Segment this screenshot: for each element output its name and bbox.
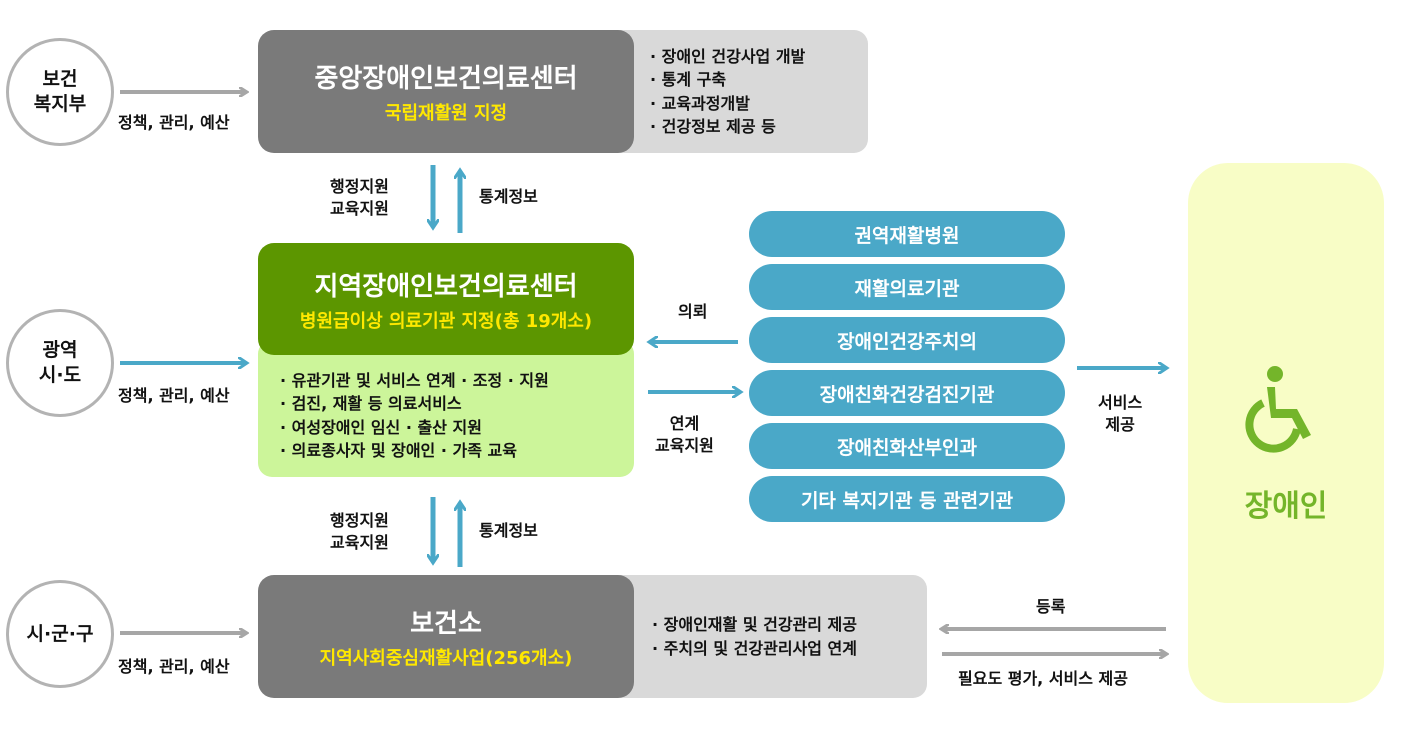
central-duty: · 통계 구축 bbox=[650, 70, 727, 90]
policy-label-province: 정책, 관리, 예산 bbox=[118, 386, 230, 405]
regional-duty: · 검진, 재활 등 의료서비스 bbox=[280, 394, 462, 414]
regional-duty: · 의료종사자 및 장애인 · 가족 교육 bbox=[280, 440, 517, 460]
stats-label-top: 통계정보 bbox=[479, 187, 538, 206]
regional-center-box: 지역장애인보건의료센터 병원급이상 의료기관 지정(총 19개소) bbox=[258, 243, 634, 355]
target-panel: 장애인 bbox=[1188, 163, 1384, 703]
stats-label-bottom: 통계정보 bbox=[479, 521, 538, 540]
health-duty: · 장애인재활 및 건강관리 제공 bbox=[652, 615, 857, 635]
policy-label-city: 정책, 관리, 예산 bbox=[118, 657, 230, 676]
central-duties-panel: · 장애인 건강사업 개발 · 통계 구축 · 교육과정개발 · 건강정보 제공… bbox=[600, 30, 868, 153]
assess-label: 필요도 평가, 서비스 제공 bbox=[958, 669, 1128, 688]
central-duty: · 교육과정개발 bbox=[650, 93, 750, 113]
institution-pill: 장애인건강주치의 bbox=[749, 317, 1065, 363]
regional-duty: · 유관기관 및 서비스 연계 · 조정 · 지원 bbox=[280, 371, 549, 391]
support-label-bottom: 행정지원 교육지원 bbox=[330, 511, 389, 552]
health-duties-panel: · 장애인재활 및 건강관리 제공 · 주치의 및 건강관리사업 연계 bbox=[600, 575, 927, 698]
central-center-subtitle: 국립재활원 지정 bbox=[384, 103, 508, 124]
institution-pill: 권역재활병원 bbox=[749, 211, 1065, 257]
health-center-title: 보건소 bbox=[410, 609, 482, 639]
institution-pill: 장애친화건강검진기관 bbox=[749, 370, 1065, 416]
regional-center-title: 지역장애인보건의료센터 bbox=[314, 271, 578, 302]
central-center-title: 중앙장애인보건의료센터 bbox=[314, 64, 578, 94]
province-circle: 광역 시·도 bbox=[6, 309, 114, 417]
central-center-box: 중앙장애인보건의료센터 국립재활원 지정 bbox=[258, 30, 634, 153]
institution-pill: 기타 복지기관 등 관련기관 bbox=[749, 476, 1065, 522]
institution-pill: 재활의료기관 bbox=[749, 264, 1065, 310]
regional-duty: · 여성장애인 임신 · 출산 지원 bbox=[280, 417, 482, 437]
referral-label: 의뢰 bbox=[678, 302, 708, 321]
regional-duties-panel: · 유관기관 및 서비스 연계 · 조정 · 지원 · 검진, 재활 등 의료서… bbox=[258, 340, 634, 477]
city-circle: 시·군·구 bbox=[6, 580, 114, 688]
support-label-top: 행정지원 교육지원 bbox=[330, 177, 389, 218]
regional-center-subtitle: 병원급이상 의료기관 지정(총 19개소) bbox=[299, 310, 593, 332]
institution-pill: 장애친화산부인과 bbox=[749, 423, 1065, 469]
ministry-circle: 보건 복지부 bbox=[6, 38, 114, 146]
health-center-subtitle: 지역사회중심재활사업(256개소) bbox=[319, 648, 573, 669]
service-label: 서비스 제공 bbox=[1098, 393, 1143, 434]
central-duty: · 건강정보 제공 등 bbox=[650, 116, 776, 136]
health-duty: · 주치의 및 건강관리사업 연계 bbox=[652, 638, 857, 658]
wheelchair-icon bbox=[1245, 366, 1311, 453]
policy-label-ministry: 정책, 관리, 예산 bbox=[118, 113, 230, 132]
target-label: 장애인 bbox=[1244, 489, 1328, 524]
central-duty: · 장애인 건강사업 개발 bbox=[650, 47, 806, 67]
register-label: 등록 bbox=[1036, 597, 1066, 616]
link-label: 연계 교육지원 bbox=[655, 414, 714, 455]
health-center-box: 보건소 지역사회중심재활사업(256개소) bbox=[258, 575, 634, 698]
